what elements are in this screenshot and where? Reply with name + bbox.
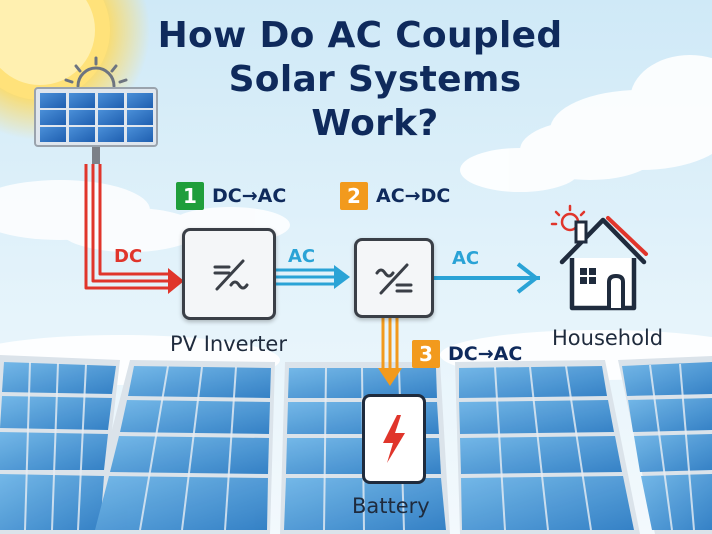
solar-panel-icon [34,87,158,164]
lightning-icon [383,415,405,463]
cloud-left [0,180,290,252]
battery-flow-lines [381,316,399,372]
battery-flow-arrow [378,368,402,386]
ac-flow-label-2: AC [452,248,480,269]
dc-flow-lines [84,164,170,290]
house-icon [550,204,648,311]
household-label: Household [552,326,664,350]
battery-icon [362,394,426,484]
dc-flow-arrow [168,268,184,294]
title-line-2: Solar Systems Work? [228,59,522,144]
step-3-number: 3 [412,340,440,368]
dc-flow-label: DC [114,246,143,267]
battery-label: Battery [352,494,430,518]
pv-inverter-label: PV Inverter [170,332,287,356]
step-2: 2 AC→DC [340,182,450,210]
charger-inverter-box [354,238,434,318]
cloud-right [460,55,712,192]
step-2-label: AC→DC [376,185,451,207]
charger-inverter-icon [375,263,413,295]
ac-flow-lines-1 [276,268,336,286]
diagram-title: How Do AC Coupled Solar Systems Work? [150,14,570,146]
step-3: 3 DC→AC [412,340,522,368]
inverter-icon [213,259,249,291]
ac-flow-line-2 [434,262,540,294]
step-2-number: 2 [340,182,368,210]
step-3-label: DC→AC [448,343,523,365]
foreground-panels [0,355,712,534]
ac-flow-arrow-1 [334,265,350,289]
step-1-label: DC→AC [212,185,287,207]
pv-inverter-box [182,228,276,320]
step-1: 1 DC→AC [176,182,286,210]
step-1-number: 1 [176,182,204,210]
house-sun-icon [550,204,586,232]
ac-flow-label-1: AC [288,246,316,267]
small-sun-icon [64,56,128,88]
title-line-1: How Do AC Coupled [157,15,563,56]
